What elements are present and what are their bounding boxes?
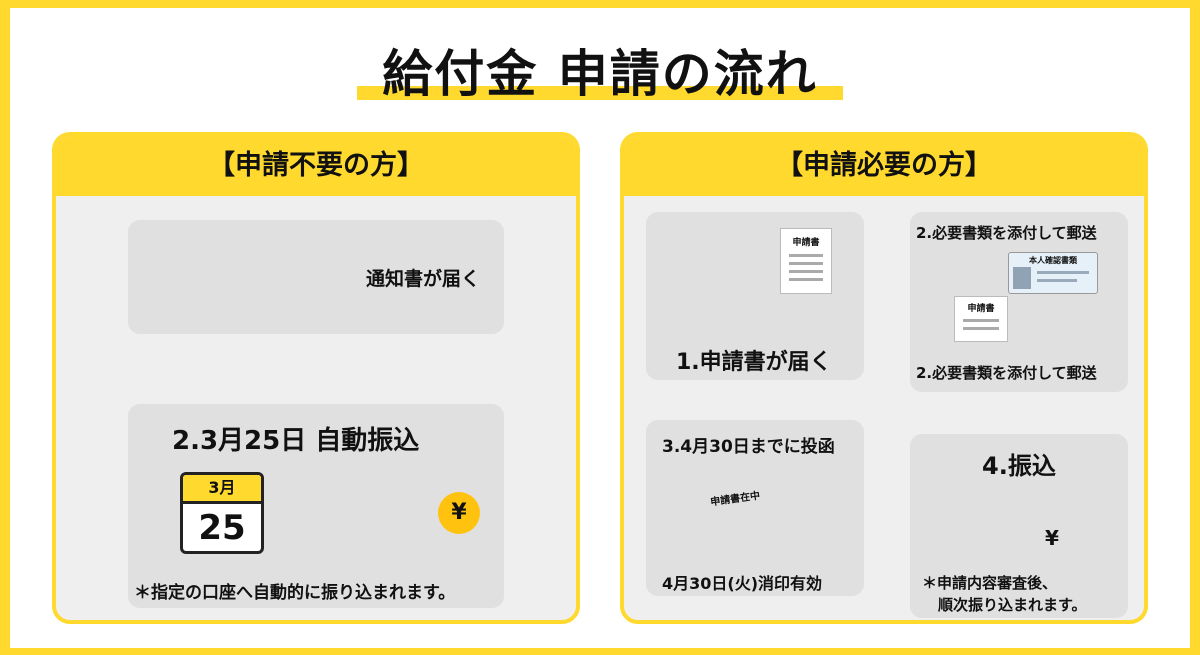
- notice-arrives-card: 通知書が届く: [128, 220, 504, 334]
- page-title: 給付金 申請の流れ: [382, 45, 818, 103]
- transfer-card: 4.振込 ¥ ¥ ＊申請内容審査後、 順次振り込まれます。: [910, 434, 1128, 618]
- post-by-deadline-card: 3.4月30日までに投函 申請書在中 〒 4月30日(火)消印有効: [646, 420, 864, 596]
- attach-documents-card: 2.必要書類を添付して郵送 申請書 本人確認書類 〒: [910, 212, 1128, 392]
- calendar-month: 3月: [183, 475, 261, 504]
- transfer-note-line2: 順次振り込まれます。: [938, 596, 1087, 614]
- transfer-note-line1: ＊申請内容審査後、: [922, 574, 1058, 592]
- title-underline: [357, 86, 843, 100]
- auto-transfer-card: 2.3月25日 自動振込 3月 25 ¥ ¥ ＊指定の口座へ自動的に振り込ま: [128, 404, 504, 608]
- auto-transfer-label: 2.3月25日 自動振込: [172, 426, 420, 456]
- no-application-header: 【申請不要の方】: [56, 136, 576, 196]
- application-form-label: 申請書: [792, 238, 820, 248]
- svg-text:〒: 〒: [1080, 305, 1100, 329]
- yen-coin-icon: ¥: [438, 492, 480, 534]
- svg-text:¥: ¥: [343, 486, 353, 502]
- attach-form-label: 申請書: [967, 304, 995, 314]
- svg-text:〒: 〒: [786, 496, 814, 529]
- transfer-label: 4.振込: [982, 452, 1056, 480]
- money-bag-yen: ¥: [1045, 526, 1059, 550]
- attach-documents-top-label: 2.必要書類を添付して郵送: [916, 224, 1097, 242]
- application-form-icon: 申請書: [780, 228, 832, 294]
- form-arrives-card: 申請書 1.申請書が届く: [646, 212, 864, 380]
- postmark-note: 4月30日(火)消印有効: [662, 574, 823, 593]
- attach-documents-bottom-label: 2.必要書類を添付して郵送: [916, 364, 1097, 382]
- application-required-panel: 【申請必要の方】 申請書 1.申請書が届く 2.必: [620, 132, 1148, 624]
- notice-arrives-label: 通知書が届く: [366, 268, 481, 290]
- no-application-panel: 【申請不要の方】 通知書が届く 2.3月25日 自動振込: [52, 132, 580, 624]
- form-arrives-label: 1.申請書が届く: [676, 350, 832, 375]
- svg-text:¥: ¥: [976, 497, 984, 510]
- calendar-icon: 3月 25: [180, 472, 264, 554]
- id-card-label: 本人確認書類: [1029, 256, 1077, 265]
- post-by-deadline-label: 3.4月30日までに投函: [662, 437, 835, 457]
- application-required-header: 【申請必要の方】: [624, 136, 1144, 196]
- auto-transfer-note: ＊指定の口座へ自動的に振り込まれます。: [134, 583, 456, 603]
- calendar-day: 25: [198, 508, 246, 548]
